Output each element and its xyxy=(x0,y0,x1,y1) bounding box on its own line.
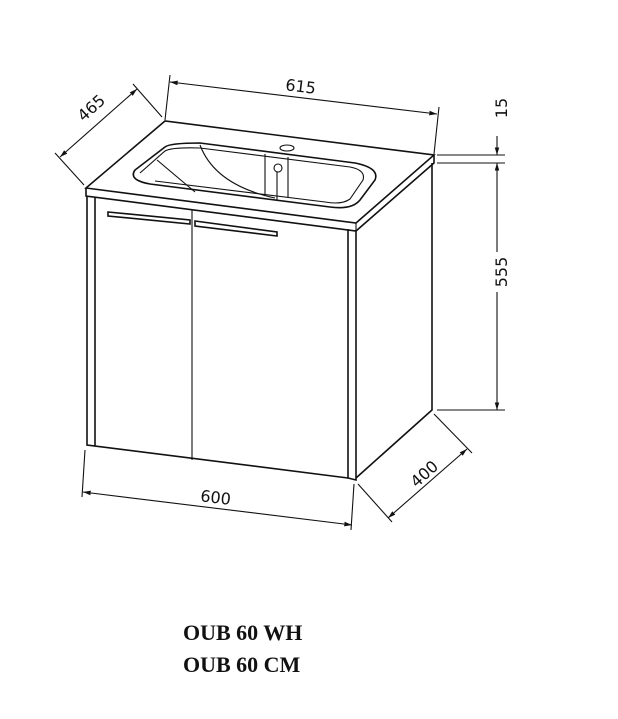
svg-text:400: 400 xyxy=(407,457,442,492)
basin xyxy=(132,142,377,209)
cabinet xyxy=(86,163,433,482)
svg-text:555: 555 xyxy=(492,257,511,288)
svg-text:465: 465 xyxy=(74,91,109,126)
right-handle xyxy=(194,220,278,237)
dimension-top-width: 615 xyxy=(164,74,440,155)
dimension-cabinet-width: 600 xyxy=(81,449,355,531)
left-handle xyxy=(107,211,191,225)
model-label-wh: OUB 60 WH xyxy=(183,620,303,645)
model-label-cm: OUB 60 CM xyxy=(183,652,301,677)
svg-text:15: 15 xyxy=(492,98,511,118)
dimension-cabinet-depth: 400 xyxy=(357,413,473,523)
dimension-cabinet-height: 555 xyxy=(437,163,511,411)
svg-text:615: 615 xyxy=(284,75,317,98)
dimension-top-thickness: 15 xyxy=(437,98,511,164)
svg-text:600: 600 xyxy=(199,486,232,509)
